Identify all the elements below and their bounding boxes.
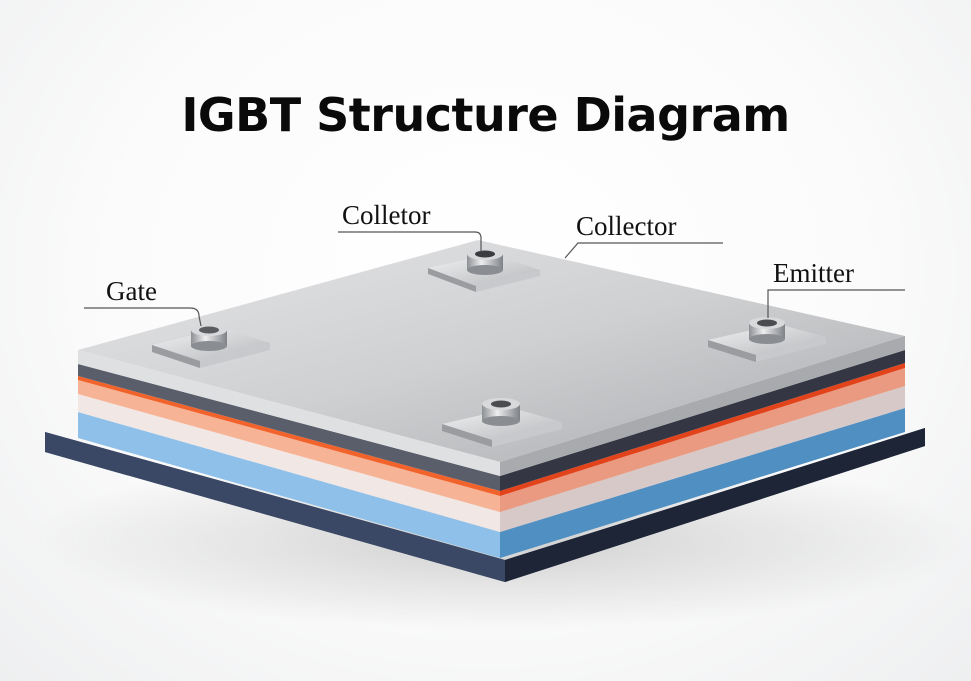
emitter-leader (767, 289, 905, 318)
pale-pink-layer (78, 386, 905, 532)
collector-leader (564, 242, 723, 259)
diagram-title: IGBT Structure Diagram (181, 88, 790, 142)
collector-terminal-top (428, 248, 540, 292)
dark-gray-layer (78, 350, 905, 491)
label-collector: Collector (576, 211, 677, 241)
emitter-terminal (708, 317, 826, 362)
gate-leader (84, 307, 202, 327)
leader-lines (84, 231, 905, 327)
front-terminal (442, 398, 562, 447)
label-colletor: Colletor (342, 200, 431, 230)
metal-top-plate (78, 240, 905, 476)
label-gate: Gate (106, 276, 157, 306)
gate-terminal (152, 324, 270, 368)
light-blue-layer (78, 408, 905, 558)
salmon-layer (78, 368, 905, 512)
colletor-leader (338, 231, 482, 252)
label-emitter: Emitter (773, 258, 854, 288)
orange-thin-layer (78, 363, 905, 496)
navy-base (45, 428, 925, 582)
